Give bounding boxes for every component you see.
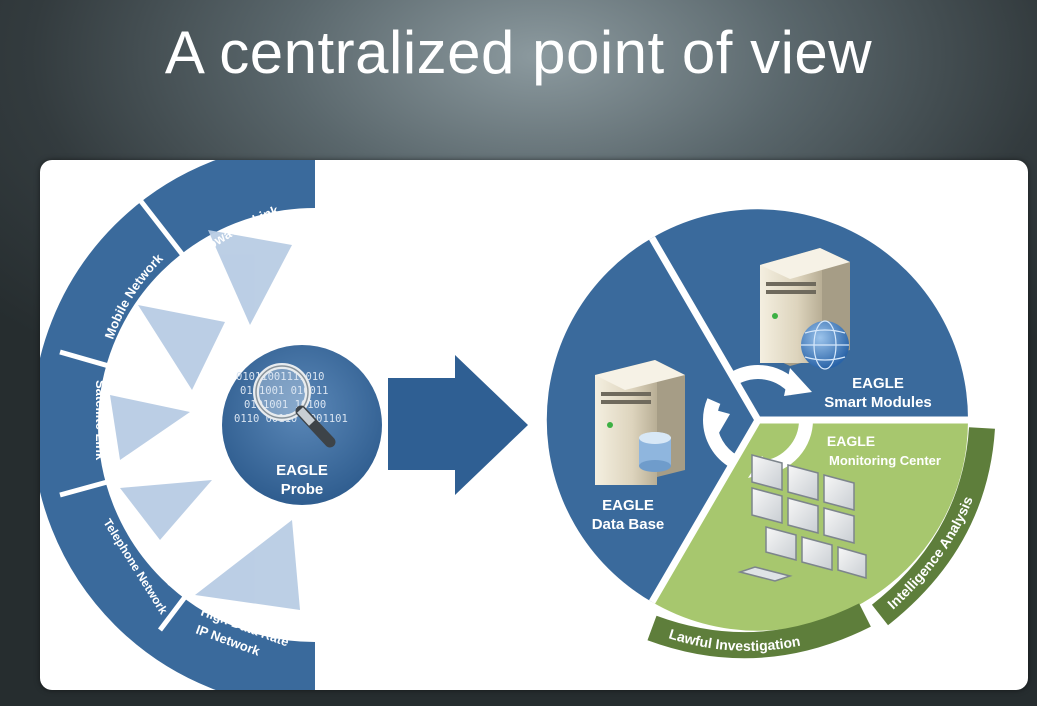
- source-label-satellite: Satellite Link: [93, 380, 108, 461]
- probe-label: Probe: [281, 481, 324, 498]
- globe-icon: [801, 320, 849, 370]
- smart-modules-name: EAGLE: [852, 375, 904, 392]
- monitoring-label: Monitoring Center: [829, 453, 941, 468]
- database-label: Data Base: [592, 516, 665, 533]
- database-name: EAGLE: [602, 497, 654, 514]
- sources-fan: [40, 160, 315, 690]
- flow-arrow: [388, 355, 528, 495]
- monitoring-name: EAGLE: [827, 433, 875, 449]
- smart-modules-label: Smart Modules: [824, 394, 932, 411]
- magnifier-icon: [253, 363, 336, 448]
- page-title: A centralized point of view: [164, 19, 873, 86]
- database-server-icon: [595, 360, 685, 485]
- monitor-wall-icon: [737, 454, 867, 582]
- probe-name: EAGLE: [276, 462, 328, 479]
